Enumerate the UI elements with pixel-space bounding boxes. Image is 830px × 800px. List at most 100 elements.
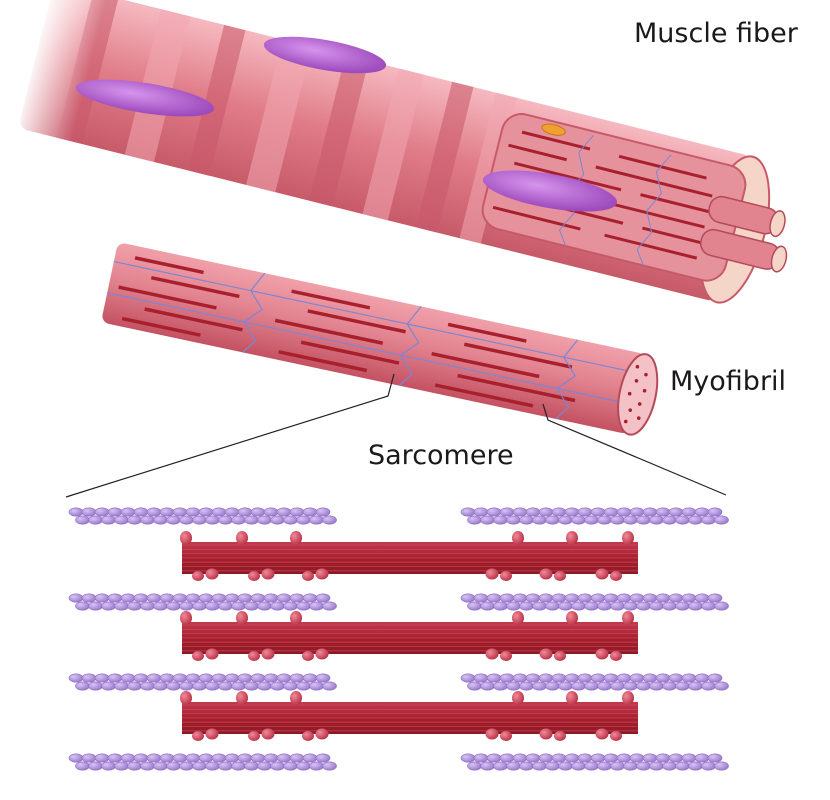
actin-bead-icon [506, 681, 521, 691]
actin-bead-icon [629, 673, 645, 683]
actin-bead-icon [532, 681, 547, 691]
actin-bead-icon [662, 681, 677, 691]
actin-bead-icon [675, 681, 690, 691]
actin-bead-icon [564, 673, 580, 683]
actin-bead-icon [159, 753, 175, 763]
actin-bead-icon [315, 753, 331, 763]
actin-bead-icon [623, 515, 638, 525]
actin-bead-icon [198, 593, 214, 603]
actin-bead-icon [276, 753, 292, 763]
actin-bead-icon [270, 515, 285, 525]
actin-bead-icon [296, 601, 311, 611]
actin-bead-icon [473, 593, 489, 603]
nucleus-icon [482, 170, 618, 212]
actin-bead-icon [166, 681, 181, 691]
actin-bead-icon [506, 761, 521, 771]
myosin-head-icon [500, 571, 512, 581]
actin-bead-icon [218, 601, 233, 611]
actin-bead-icon [172, 507, 188, 517]
actin-bead-icon [302, 507, 318, 517]
actin-bead-icon [237, 507, 253, 517]
actin-bead-icon [460, 507, 476, 517]
myosin-head-icon [192, 571, 204, 581]
myofibril-end-dots [623, 364, 648, 424]
myosin-head-icon [500, 651, 512, 661]
actin-bead-icon [153, 681, 168, 691]
actin-bead-icon [153, 515, 168, 525]
actin-bead-icon [231, 681, 246, 691]
actin-bead-icon [153, 601, 168, 611]
actin-bead-icon [283, 601, 298, 611]
actin-bead-icon [114, 681, 129, 691]
myosin-head-icon [261, 728, 275, 740]
actin-bead-icon [681, 753, 697, 763]
actin-bead-icon [590, 593, 606, 603]
actin-bead-icon [668, 753, 684, 763]
actin-bead-icon [603, 507, 619, 517]
myosin-head-icon [554, 571, 566, 581]
actin-bead-icon [668, 593, 684, 603]
actin-bead-icon [263, 593, 279, 603]
thin-filament [68, 507, 337, 525]
myosin-head-icon [315, 728, 329, 740]
thin-filament [68, 673, 337, 691]
actin-bead-icon [231, 601, 246, 611]
actin-bead-icon [688, 601, 703, 611]
actin-bead-icon [146, 593, 162, 603]
actin-bead-icon [480, 601, 495, 611]
actin-bead-icon [244, 761, 259, 771]
myosin-head-icon [610, 651, 622, 661]
actin-bead-icon [590, 507, 606, 517]
thin-filament [460, 507, 729, 525]
myosin-head-icon [192, 651, 204, 661]
actin-bead-icon [681, 673, 697, 683]
actin-bead-icon [309, 515, 324, 525]
actin-bead-icon [159, 673, 175, 683]
actin-bead-icon [205, 681, 220, 691]
myosin-head-icon [302, 571, 314, 581]
actin-bead-icon [590, 673, 606, 683]
actin-bead-icon [172, 753, 188, 763]
actin-bead-icon [276, 593, 292, 603]
actin-bead-icon [577, 753, 593, 763]
sarcomere-diagram [68, 507, 729, 771]
actin-bead-icon [127, 761, 142, 771]
actin-bead-icon [185, 753, 201, 763]
myosin-head-icon [248, 571, 260, 581]
actin-bead-icon [88, 515, 103, 525]
actin-bead-icon [68, 673, 84, 683]
actin-bead-icon [322, 601, 337, 611]
actin-bead-icon [263, 507, 279, 517]
actin-bead-icon [302, 593, 318, 603]
actin-bead-icon [538, 507, 554, 517]
myosin-head-icon [610, 731, 622, 741]
myosin-head-icon [180, 531, 192, 545]
actin-bead-icon [205, 601, 220, 611]
actin-bead-icon [467, 601, 482, 611]
actin-bead-icon [302, 753, 318, 763]
actin-bead-icon [309, 681, 324, 691]
actin-bead-icon [493, 761, 508, 771]
actin-bead-icon [257, 681, 272, 691]
actin-bead-icon [636, 515, 651, 525]
actin-bead-icon [211, 507, 227, 517]
actin-bead-icon [571, 515, 586, 525]
actin-bead-icon [114, 515, 129, 525]
actin-bead-icon [681, 507, 697, 517]
actin-bead-icon [655, 593, 671, 603]
actin-bead-icon [623, 761, 638, 771]
actin-bead-icon [75, 681, 90, 691]
myofibril-body [102, 243, 645, 433]
actin-bead-icon [107, 507, 123, 517]
actin-bead-icon [309, 761, 324, 771]
actin-bead-icon [276, 507, 292, 517]
actin-bead-icon [133, 753, 149, 763]
actin-bead-icon [94, 673, 110, 683]
actin-bead-icon [467, 515, 482, 525]
actin-bead-icon [198, 507, 214, 517]
actin-bead-icon [577, 593, 593, 603]
actin-bead-icon [166, 761, 181, 771]
actin-bead-icon [714, 515, 729, 525]
actin-bead-icon [512, 753, 528, 763]
actin-bead-icon [205, 515, 220, 525]
